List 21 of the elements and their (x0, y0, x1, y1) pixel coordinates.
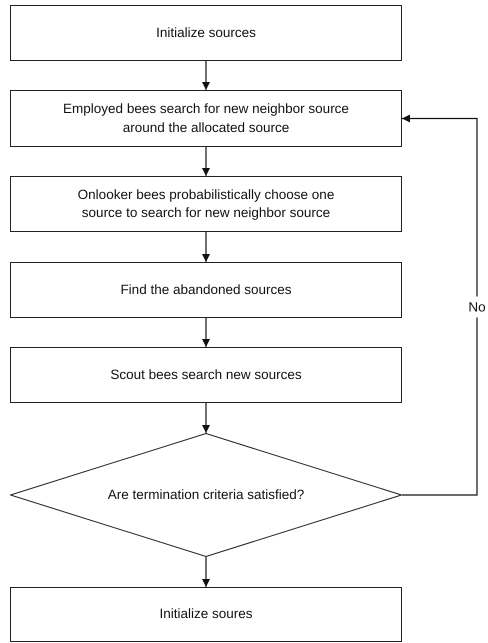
arrow (202, 557, 210, 587)
process-box (10, 5, 402, 61)
edge-label: No (468, 296, 486, 318)
arrow (202, 147, 210, 176)
arrow (202, 232, 210, 262)
node-text: Find the abandoned sources (120, 280, 292, 299)
process-box (10, 262, 402, 318)
process-box (10, 90, 402, 147)
node-text: Initialize sources (156, 24, 256, 42)
node-text: Are termination criteria satisfied? (108, 486, 304, 504)
process-box (10, 587, 402, 642)
arrow (202, 61, 210, 90)
node-text: Employed bees search for new neighbor source around the allocated source (62, 100, 350, 136)
arrow (402, 114, 478, 496)
node-text: Onlooker bees probabilistically choose one source to search for new neighbor source (76, 186, 336, 222)
node-text: Initialize soures (159, 605, 253, 624)
arrow (202, 403, 210, 433)
process-box (10, 176, 402, 232)
process-box (10, 347, 402, 403)
node-text: Scout bees search new sources (110, 366, 302, 384)
arrow (202, 318, 210, 347)
